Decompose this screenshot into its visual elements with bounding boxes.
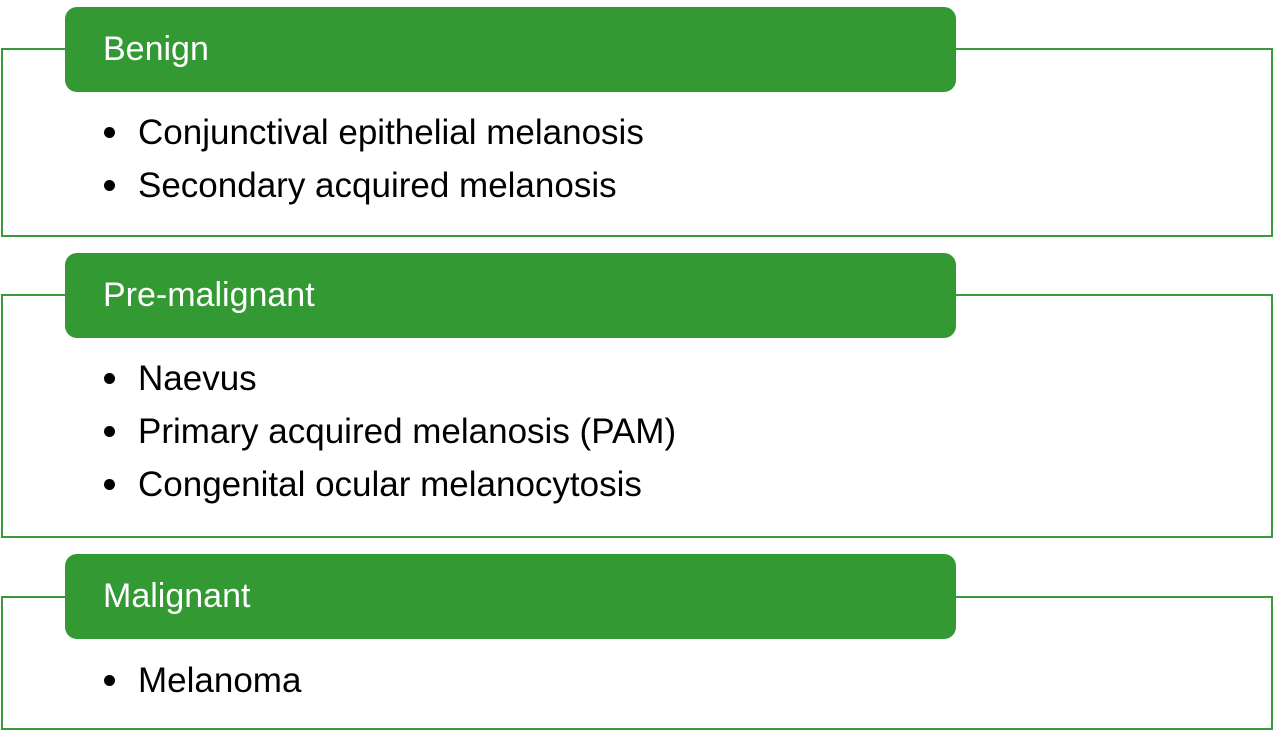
- list-item-label: Melanoma: [138, 661, 302, 700]
- list-item-label: Conjunctival epithelial melanosis: [138, 113, 644, 152]
- bullet-icon: [104, 426, 115, 437]
- group-list-pre-malignant: Naevus Primary acquired melanosis (PAM) …: [104, 352, 676, 511]
- group-list-benign: Conjunctival epithelial melanosis Second…: [104, 106, 644, 212]
- bullet-icon: [104, 675, 115, 686]
- list-item: Conjunctival epithelial melanosis: [104, 106, 644, 159]
- bullet-icon: [104, 479, 115, 490]
- group-header-pre-malignant: Pre-malignant: [65, 253, 956, 338]
- list-item: Secondary acquired melanosis: [104, 159, 644, 212]
- list-item-label: Naevus: [138, 359, 257, 398]
- list-item: Primary acquired melanosis (PAM): [104, 405, 676, 458]
- list-item: Melanoma: [104, 654, 301, 707]
- bullet-icon: [104, 127, 115, 138]
- list-item: Congenital ocular melanocytosis: [104, 458, 676, 511]
- bullet-icon: [104, 180, 115, 191]
- group-header-malignant: Malignant: [65, 554, 956, 639]
- list-item-label: Secondary acquired melanosis: [138, 166, 617, 205]
- list-item-label: Primary acquired melanosis (PAM): [138, 412, 677, 451]
- group-list-malignant: Melanoma: [104, 654, 301, 707]
- group-header-benign: Benign: [65, 7, 956, 92]
- bullet-icon: [104, 373, 115, 384]
- list-item-label: Congenital ocular melanocytosis: [138, 465, 642, 504]
- list-item: Naevus: [104, 352, 676, 405]
